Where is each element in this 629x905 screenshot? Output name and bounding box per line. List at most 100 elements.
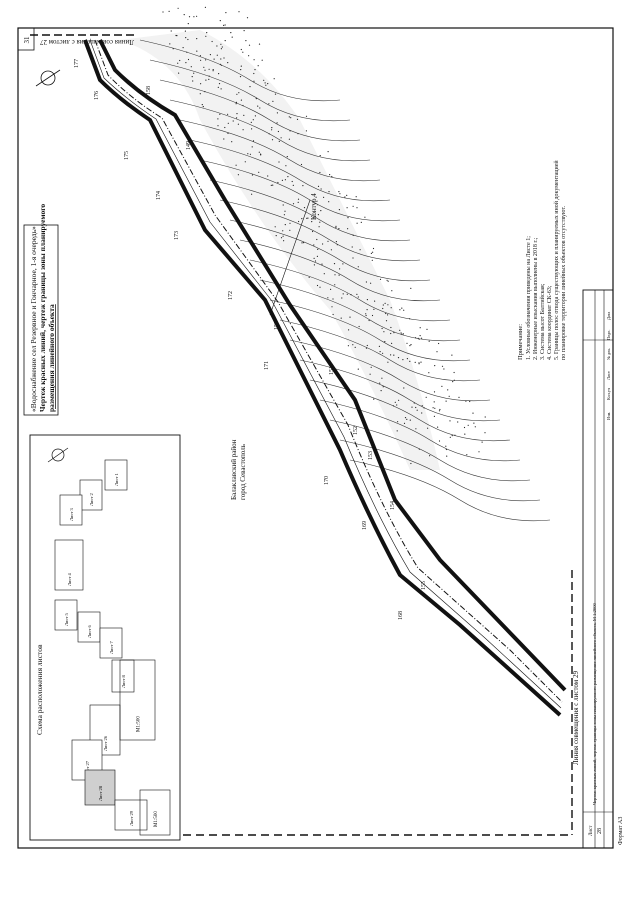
picket-label: 174 <box>156 191 162 200</box>
terrain-dot <box>313 244 315 246</box>
terrain-dot <box>312 230 314 233</box>
picket-label: 151 <box>329 366 335 375</box>
terrain-dot <box>411 406 413 408</box>
terrain-dot <box>327 297 329 299</box>
terrain-dot <box>342 293 344 295</box>
terrain-dot <box>335 225 337 227</box>
terrain-dot <box>385 320 388 322</box>
picket-label: 169 <box>362 521 368 530</box>
terrain-dot <box>387 361 389 363</box>
terrain-dot <box>285 165 287 167</box>
picket-label: 168 <box>398 611 404 620</box>
terrain-dot <box>406 418 408 420</box>
terrain-dot <box>232 120 234 122</box>
terrain-dot <box>278 140 280 142</box>
terrain-dot <box>200 83 202 85</box>
terrain-dot <box>252 119 254 121</box>
terrain-dot <box>410 462 412 465</box>
terrain-dot <box>162 11 164 13</box>
note-item: 4. Система координат СК-63; <box>547 285 553 360</box>
terrain-dot <box>282 230 284 232</box>
match-line-top-label: Линия совмещения с листом 27 <box>40 38 134 46</box>
terrain-dot <box>220 58 222 60</box>
terrain-dot <box>231 141 233 143</box>
terrain-dot <box>331 306 333 308</box>
picket-label: 158 <box>146 86 152 95</box>
terrain-dot <box>244 161 246 163</box>
terrain-dot <box>381 377 383 379</box>
terrain-dot <box>396 404 398 406</box>
terrain-dot <box>204 6 206 8</box>
terrain-dot <box>354 346 356 348</box>
contour-line <box>269 299 471 362</box>
terrain-dot <box>212 70 214 72</box>
terrain-dot <box>190 66 192 68</box>
terrain-dot <box>400 332 402 334</box>
terrain-dot <box>453 371 455 374</box>
terrain-dot <box>387 280 389 282</box>
terrain-dot <box>436 351 438 353</box>
terrain-dot <box>253 80 255 82</box>
terrain-dot <box>302 242 305 244</box>
north-arrow-icon <box>35 69 61 87</box>
terrain-dot <box>428 372 430 374</box>
terrain-dot <box>473 422 475 424</box>
terrain-dot <box>335 226 337 228</box>
terrain-dot <box>168 10 170 12</box>
scheme-sheet-box <box>54 599 78 631</box>
terrain-dot <box>281 179 283 181</box>
terrain-dot <box>177 7 179 9</box>
terrain-dot <box>317 185 320 187</box>
contour-line <box>149 59 351 122</box>
terrain-dot <box>328 201 330 203</box>
terrain-dot <box>187 38 189 41</box>
terrain-dot <box>391 290 393 292</box>
terrain-dot <box>441 385 443 387</box>
terrain-dot <box>169 43 171 45</box>
terrain-dot <box>331 175 333 178</box>
terrain-dot <box>213 58 215 60</box>
terrain-dot <box>236 113 238 115</box>
pipeline-axis <box>94 39 563 703</box>
terrain-dot <box>365 281 367 283</box>
terrain-dot <box>344 196 346 198</box>
terrain-dot <box>347 345 349 347</box>
terrain-dot <box>381 327 383 330</box>
terrain-dot <box>403 309 405 311</box>
scheme-sheet-box <box>54 539 84 591</box>
terrain-dot <box>348 329 350 331</box>
terrain-dot <box>216 45 218 47</box>
terrain-dot <box>410 287 412 289</box>
terrain-dot <box>364 216 366 218</box>
picket-label: 149 <box>186 141 192 150</box>
terrain-hatch <box>120 30 440 470</box>
terrain-dot <box>184 30 186 32</box>
terrain-dot <box>196 38 198 40</box>
terrain-dot <box>391 342 393 344</box>
terrain-dot <box>298 220 300 223</box>
terrain-dot <box>418 362 420 364</box>
terrain-dot <box>390 332 392 335</box>
picket-label: 173 <box>174 231 180 240</box>
terrain-dot <box>372 247 375 250</box>
terrain-dot <box>441 365 444 367</box>
road-edge <box>89 39 562 709</box>
terrain-dot <box>439 408 441 411</box>
terrain-dot <box>252 140 255 142</box>
terrain-dot <box>463 426 466 429</box>
terrain-dot <box>402 333 404 335</box>
terrain-dot <box>451 354 453 356</box>
contour-line <box>189 139 391 202</box>
terrain-dot <box>302 185 304 187</box>
terrain-dot <box>434 407 436 409</box>
terrain-dot <box>290 117 292 119</box>
note-item: 3. Система высот Балтийская; <box>539 283 546 360</box>
terrain-dot <box>284 210 286 212</box>
stamp-header-cell: № док. <box>606 348 611 360</box>
terrain-dot <box>372 251 374 253</box>
terrain-dot <box>484 432 486 434</box>
terrain-dot <box>265 84 267 86</box>
terrain-dot <box>308 276 310 278</box>
terrain-dot <box>390 354 392 356</box>
terrain-dot <box>187 58 190 61</box>
